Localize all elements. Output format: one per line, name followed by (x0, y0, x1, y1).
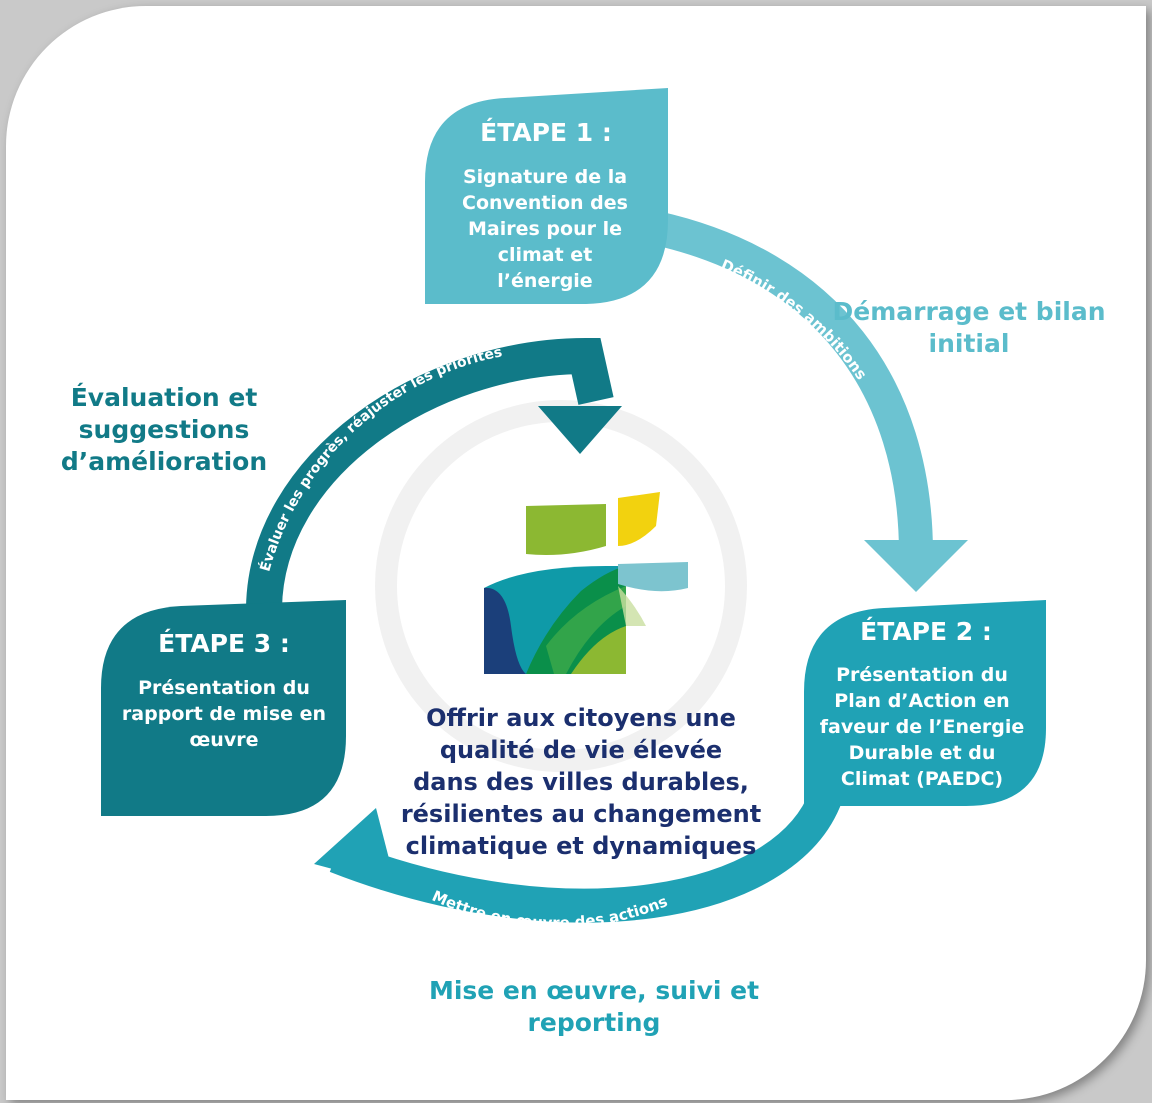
step3-line: rapport de mise en (122, 703, 326, 725)
arrow-arc-evaluation (246, 337, 614, 609)
phase-implementation-line: Mise en œuvre, suivi et (429, 976, 759, 1005)
arrow-arc-ambitions (652, 211, 933, 555)
step1-line: Convention des (462, 192, 628, 214)
diagram-card: ÉTAPE 1 : ÉTAPE 2 : ÉTAPE 3 : Signature … (6, 6, 1146, 1100)
phase-evaluation-line: d’amélioration (61, 447, 267, 476)
arrowhead-evaluation (538, 406, 622, 454)
cycle-diagram: ÉTAPE 1 : ÉTAPE 2 : ÉTAPE 3 : Signature … (61, 88, 1106, 1037)
step2-title: ÉTAPE 2 : (860, 617, 992, 646)
step1-title: ÉTAPE 1 : (480, 118, 612, 147)
center-statement-line: qualité de vie élevée (440, 736, 722, 764)
phase-start-line: initial (929, 329, 1010, 358)
step2-line: Plan d’Action en (834, 690, 1009, 712)
step1-line: climat et (498, 244, 593, 266)
center-statement-line: résilientes au changement (401, 800, 761, 828)
step2-line: faveur de l’Energie (820, 716, 1024, 738)
phase-evaluation-line: suggestions (79, 415, 250, 444)
step2-line: Présentation du (836, 664, 1008, 686)
step3-line: œuvre (190, 729, 259, 751)
step3-title: ÉTAPE 3 : (158, 629, 290, 658)
arrowhead-ambitions (864, 540, 968, 592)
arrowhead-actions (314, 808, 396, 886)
center-statement-line: dans des villes durables, (413, 768, 749, 796)
covenant-of-mayors-leaf-logo (484, 492, 688, 674)
center-statement-line: climatique et dynamiques (406, 832, 757, 860)
arrow-arc-actions (329, 789, 842, 923)
step1-line: Signature de la (463, 166, 627, 188)
step2-line: Durable et du (849, 742, 996, 764)
phase-implementation-line: reporting (528, 1008, 661, 1037)
step3-leaf (101, 600, 346, 816)
phase-start-line: Démarrage et bilan (832, 297, 1105, 326)
phase-evaluation-line: Évaluation et (71, 383, 258, 412)
step2-line: Climat (PAEDC) (841, 768, 1003, 790)
step1-line: Maires pour le (468, 218, 622, 240)
center-statement-line: Offrir aux citoyens une (426, 704, 736, 732)
step2-leaf (804, 600, 1046, 806)
step3-line: Présentation du (138, 677, 310, 699)
step1-leaf (425, 88, 668, 304)
step1-line: l’énergie (497, 270, 592, 292)
